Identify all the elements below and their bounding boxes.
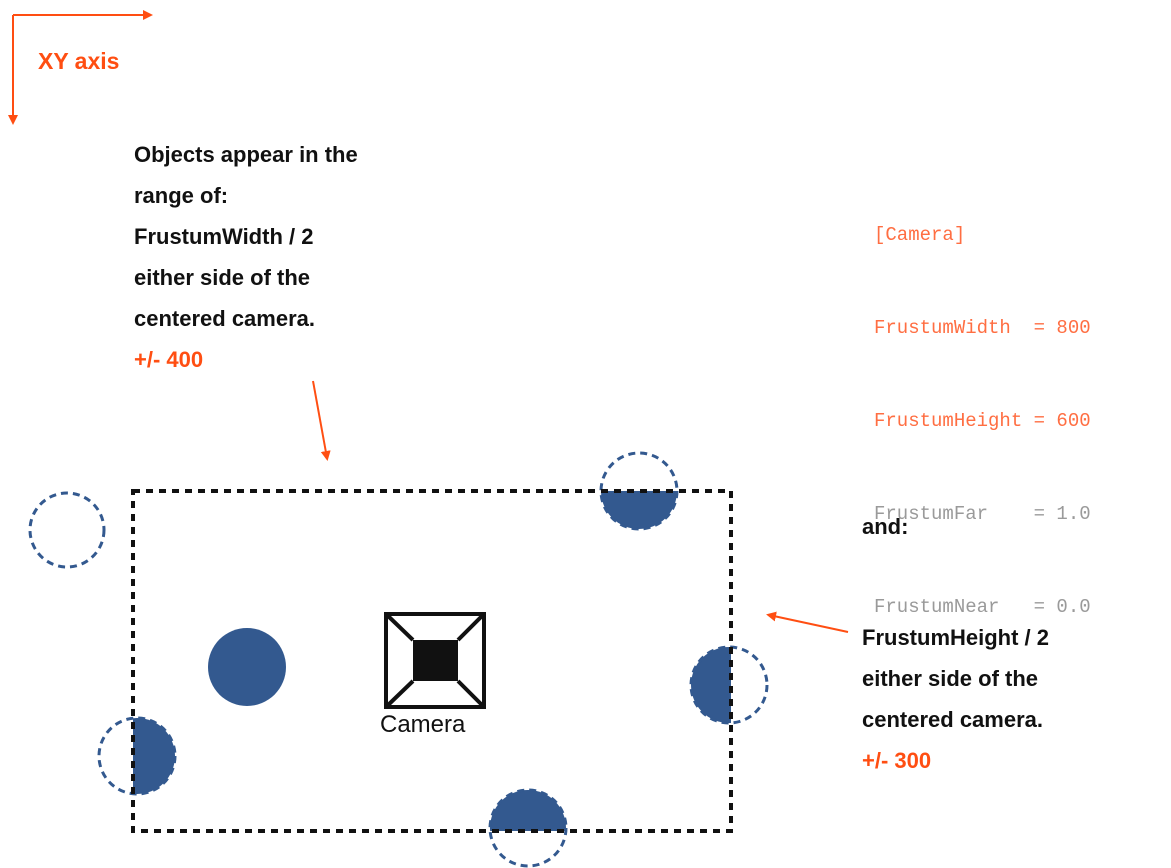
config-entry-near: FrustumNear = 0.0: [874, 596, 1091, 618]
object-left-edge-outline: [97, 716, 177, 796]
height-description-line: centered camera.: [862, 707, 1043, 732]
object-bottom-edge: [490, 790, 566, 831]
object-outlines: [28, 451, 769, 868]
camera-icon: [384, 612, 486, 709]
object-right-edge-outline: [689, 645, 769, 725]
width-range-value: +/- 400: [134, 347, 204, 372]
width-description-line: centered camera.: [134, 306, 315, 331]
width-description-line: either side of the: [134, 265, 311, 290]
object-left-edge: [133, 718, 175, 794]
height-pointer-arrow: [766, 611, 849, 633]
xy-axis-arrows: [8, 10, 153, 125]
xy-axis-label: XY axis: [38, 48, 120, 74]
height-description: FrustumHeight / 2 either side of the cen…: [862, 617, 1049, 781]
frustum-boundary: [131, 489, 733, 833]
camera-config: [Camera] FrustumWidth = 800 FrustumHeigh…: [874, 158, 1091, 654]
visible-objects: [133, 491, 731, 831]
config-entry-far: FrustumFar = 1.0: [874, 503, 1091, 525]
and-label: and:: [862, 514, 909, 539]
config-entry-height: FrustumHeight = 600: [874, 410, 1091, 432]
object-right-edge: [691, 647, 731, 723]
camera-label: Camera: [380, 711, 466, 738]
width-description: Objects appear in the range of: FrustumW…: [134, 134, 358, 380]
config-entry-width: FrustumWidth = 800: [874, 317, 1091, 339]
width-description-line: range of:: [134, 183, 229, 208]
config-section-header: [Camera]: [874, 224, 966, 246]
height-description-line: either side of the: [862, 666, 1039, 691]
object-top-right-outline: [599, 451, 679, 531]
object-bottom-edge-outline: [488, 788, 568, 868]
width-description-line: FrustumWidth / 2: [134, 224, 314, 249]
height-range-value: +/- 300: [862, 748, 932, 773]
width-pointer-arrow: [312, 380, 331, 461]
object-outside-left: [28, 491, 106, 569]
height-description-line: FrustumHeight / 2: [862, 625, 1050, 650]
width-description-line: Objects appear in the: [134, 142, 358, 167]
object-left-inner: [208, 628, 286, 706]
object-top-right: [601, 491, 677, 529]
